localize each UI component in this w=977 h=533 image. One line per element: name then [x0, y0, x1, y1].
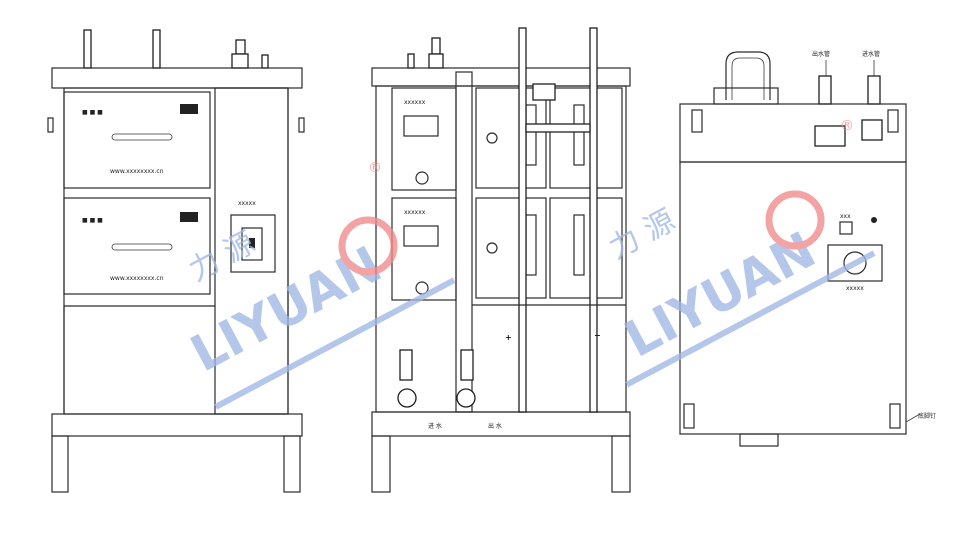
side-handle	[47, 117, 54, 133]
vertical-pipe	[455, 71, 473, 413]
busbar-cross	[525, 123, 591, 133]
middle-base	[371, 411, 631, 437]
flow-valve-2	[861, 119, 883, 141]
top-nozzle	[261, 54, 269, 69]
bottom-skid	[739, 433, 779, 447]
meter-window	[241, 227, 263, 261]
outlet-gauge	[456, 388, 476, 408]
side-handle-right	[298, 117, 305, 133]
water-out-label: 出水管	[812, 50, 830, 58]
side-view: 出水管 进水管 xxx xxxxx 底脚钉	[679, 50, 936, 447]
svg-text:■ ■ ■: ■ ■ ■	[82, 217, 103, 224]
svg-text:®: ®	[840, 118, 854, 134]
rectifier-box-3	[475, 197, 547, 299]
switch-caption: xxx	[840, 213, 851, 220]
side-meter-dial	[843, 251, 867, 275]
base-frame	[51, 413, 303, 437]
cabinet-top-band	[51, 67, 303, 89]
watermark-cn-2: 力 源	[603, 203, 681, 267]
busbar-right	[589, 27, 598, 413]
meter-frame	[230, 214, 276, 273]
watermark-right: 力 源 LIYUAN ®	[603, 118, 876, 388]
side-meter-caption: xxxxx	[846, 285, 864, 292]
middle-top-connector	[431, 37, 441, 55]
top-connector	[235, 39, 246, 55]
flow-valve	[814, 125, 846, 147]
watermark-ring	[338, 216, 398, 276]
water-out-pipe	[818, 75, 832, 105]
website-label-bottom: www.xxxxxxxx.cn	[110, 275, 164, 282]
leg-right	[283, 435, 301, 493]
plus-sign: +	[505, 333, 512, 342]
middle-body	[375, 85, 627, 413]
rectifier-box-1	[475, 87, 547, 189]
website-label-top: www.xxxxxxxx.cn	[110, 168, 164, 175]
busbar-left	[518, 27, 527, 413]
leg-left	[51, 435, 69, 493]
busbar-clamp	[532, 83, 556, 101]
module-handle-bottom	[111, 243, 173, 251]
top-rod-left	[83, 29, 92, 69]
power-module-top	[63, 91, 211, 189]
side-meter-frame	[827, 244, 883, 282]
inlet-gauge	[397, 388, 417, 408]
panel-brand-bottom: xxxxxx	[404, 209, 426, 216]
watermark-ring-2	[765, 190, 825, 250]
module-logo-top	[180, 104, 198, 114]
water-in-pipe	[867, 75, 881, 105]
svg-text:®: ®	[368, 160, 382, 176]
meter-caption: xxxxx	[238, 200, 256, 207]
side-switch	[839, 221, 853, 235]
module-logo-bottom	[180, 212, 198, 222]
top-rod-right	[152, 29, 161, 69]
middle-leg-left	[371, 435, 391, 493]
middle-view: xxxxxx xxxxxx + − 进 水 出 水	[371, 27, 631, 493]
inlet-label: 进 水	[428, 422, 442, 430]
lifting-handle	[725, 51, 771, 100]
outlet-valve	[460, 349, 474, 381]
caster-label: 底脚钉	[918, 412, 936, 420]
top-connector-base	[231, 53, 249, 69]
rectifier-box-2	[549, 87, 623, 189]
side-main-body	[679, 161, 907, 435]
watermark-cn: 力 源	[183, 225, 261, 289]
minus-sign: −	[594, 331, 601, 340]
front-view: ■ ■ ■ www.xxxxxxxx.cn ■ ■ ■ www.xxxxxxxx…	[47, 29, 305, 493]
power-module-bottom	[63, 197, 211, 295]
rectifier-box-4	[549, 197, 623, 299]
middle-leg-right	[611, 435, 631, 493]
module-handle-top	[111, 133, 173, 141]
panel-brand-top: xxxxxx	[404, 99, 426, 106]
inlet-valve	[399, 349, 413, 381]
svg-text:■ ■ ■: ■ ■ ■	[82, 109, 103, 116]
outlet-label: 出 水	[488, 422, 502, 430]
water-in-label: 进水管	[862, 50, 880, 58]
meter-switch	[249, 238, 255, 248]
